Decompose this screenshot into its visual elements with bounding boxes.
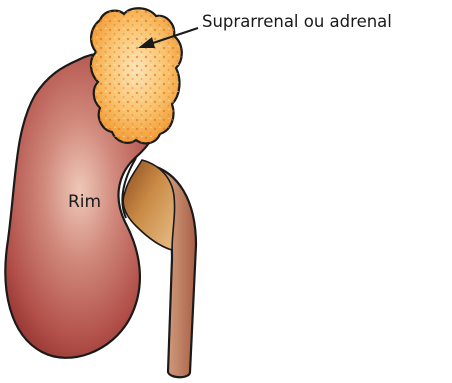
adrenal-label: Suprarrenal ou adrenal xyxy=(202,12,392,31)
kidney-label: Rim xyxy=(68,192,101,212)
adrenal-texture xyxy=(91,8,182,143)
